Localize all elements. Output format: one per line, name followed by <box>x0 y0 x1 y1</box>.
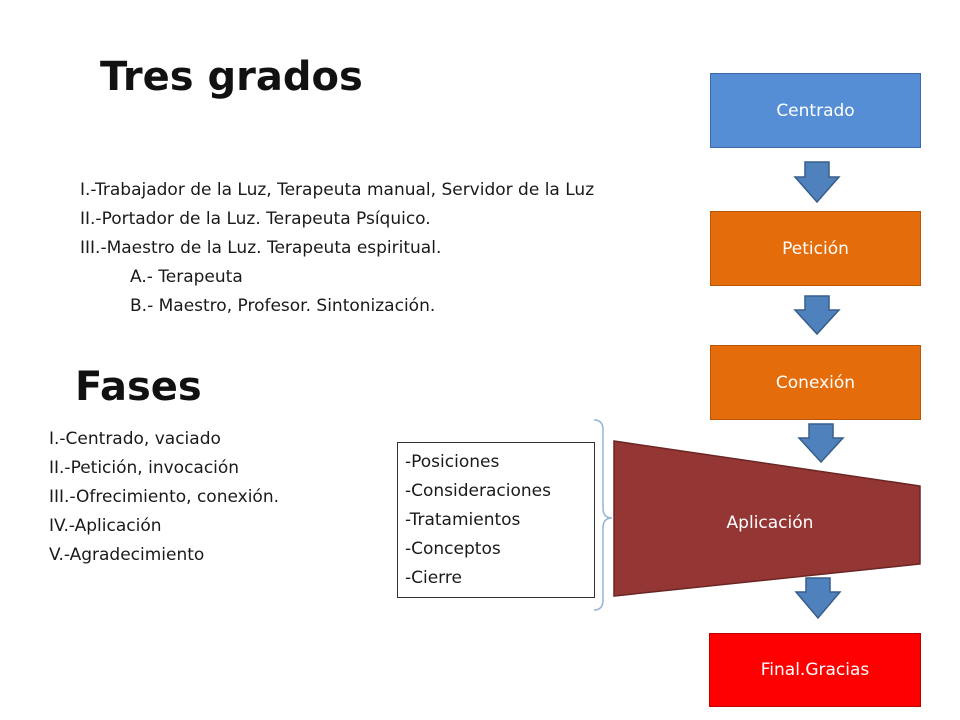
fase-item: III.-Ofrecimiento, conexión. <box>49 487 279 507</box>
flow-step-aplicacion: Aplicación <box>680 505 860 541</box>
aplicacion-item: -Posiciones <box>405 452 500 472</box>
fase-item: IV.-Aplicación <box>49 516 162 536</box>
grado-item: II.-Portador de la Luz. Terapeuta Psíqui… <box>80 209 431 229</box>
heading-tres-grados: Tres grados <box>100 54 363 100</box>
fases-list: I.-Centrado, vaciado II.-Petición, invoc… <box>49 425 279 570</box>
flow-step-peticion: Petición <box>710 211 921 286</box>
flow-step-centrado: Centrado <box>710 73 921 148</box>
aplicacion-item: -Conceptos <box>405 539 501 559</box>
flow-step-label: Centrado <box>776 100 855 121</box>
flow-step-label: Petición <box>782 238 849 259</box>
flow-step-conexion: Conexión <box>710 345 921 420</box>
flow-step-final-gracias: Final.Gracias <box>709 633 921 707</box>
aplicacion-item: -Cierre <box>405 568 462 588</box>
aplicacion-trapezoid <box>613 440 921 597</box>
arrow-down-icon <box>793 295 841 336</box>
aplicacion-item: -Consideraciones <box>405 481 551 501</box>
grado-item: III.-Maestro de la Luz. Terapeuta espiri… <box>80 238 442 258</box>
fase-item: I.-Centrado, vaciado <box>49 429 221 449</box>
arrow-down-icon <box>797 423 845 464</box>
arrow-down-icon <box>793 161 841 204</box>
grado-subitem: B.- Maestro, Profesor. Sintonización. <box>130 296 436 316</box>
fase-item: V.-Agradecimiento <box>49 545 205 565</box>
aplicacion-item: -Tratamientos <box>405 510 521 530</box>
flow-step-label: Conexión <box>775 372 856 393</box>
heading-fases: Fases <box>75 364 202 410</box>
grado-item: I.-Trabajador de la Luz, Terapeuta manua… <box>80 180 595 200</box>
flow-step-label: Aplicación <box>726 513 814 533</box>
grados-list: I.-Trabajador de la Luz, Terapeuta manua… <box>80 176 594 321</box>
flow-step-label: Final.Gracias <box>760 660 870 680</box>
grado-subitem: A.- Terapeuta <box>130 267 243 287</box>
fase-item: II.-Petición, invocación <box>49 458 240 478</box>
arrow-down-icon <box>794 577 842 620</box>
aplicacion-bracket <box>593 419 613 611</box>
aplicacion-items-box: -Posiciones -Consideraciones -Tratamient… <box>397 442 595 598</box>
